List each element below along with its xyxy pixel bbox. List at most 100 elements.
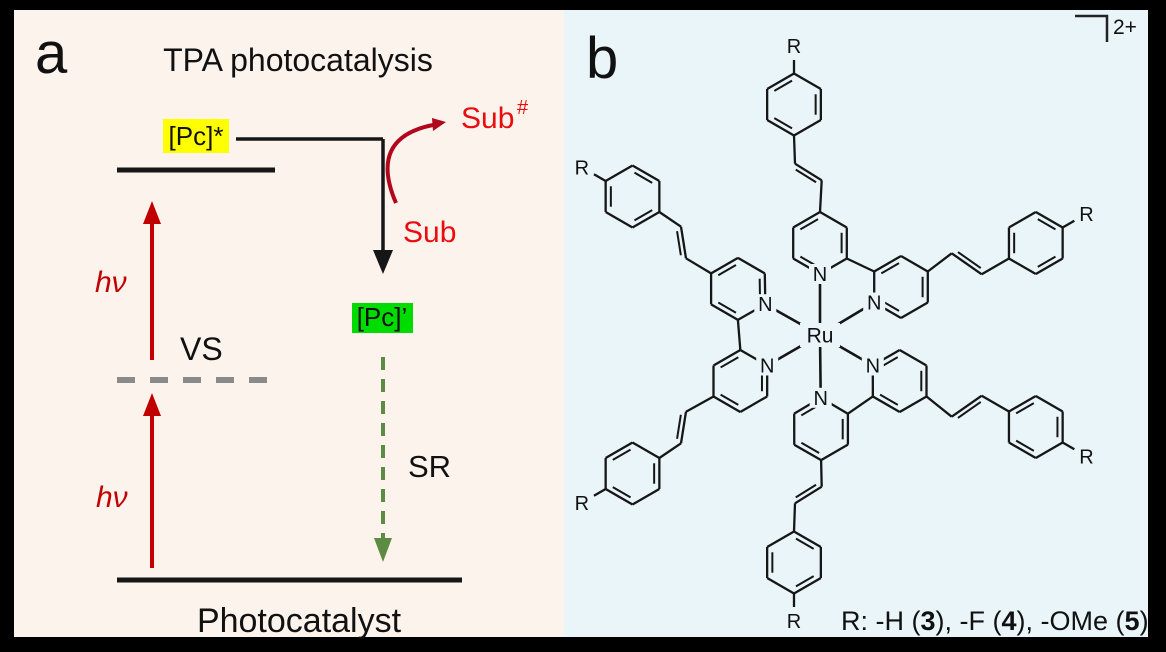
label-mask	[754, 294, 777, 315]
bond	[981, 394, 1010, 413]
bond	[880, 262, 900, 275]
bond	[1008, 395, 1037, 413]
bond	[676, 231, 682, 256]
bond	[739, 395, 768, 413]
bond	[793, 443, 822, 462]
label-mask	[861, 355, 884, 376]
label-mask	[800, 323, 840, 347]
substrate-label: Sub	[403, 216, 456, 249]
bond	[631, 164, 660, 182]
bond	[717, 301, 737, 314]
bond	[847, 395, 874, 415]
substituent-r-label: R	[1079, 446, 1093, 468]
bond	[792, 211, 821, 229]
legend-text: R: -H (	[841, 606, 920, 636]
bond	[685, 395, 715, 413]
label-mask	[809, 264, 831, 284]
bond	[685, 257, 712, 275]
panel-b-background	[564, 10, 1148, 637]
nitrogen-label: N	[758, 294, 772, 316]
legend-text: ), -F (	[936, 606, 1002, 636]
bond	[819, 460, 823, 487]
bond	[799, 218, 819, 231]
bond	[1008, 211, 1037, 229]
excited-species-highlight	[163, 119, 229, 153]
self-recovery-arrowhead-icon	[374, 538, 392, 562]
bond	[981, 257, 1010, 276]
charge-bracket-icon	[1075, 14, 1109, 42]
substituent-r-label: R	[575, 157, 589, 179]
bond	[676, 414, 682, 439]
nitrogen-label: N	[866, 356, 880, 378]
substituent-r-label: R	[787, 36, 801, 58]
substrate-activated-superscript: #	[517, 97, 529, 119]
bond	[794, 485, 823, 505]
bond	[795, 575, 815, 588]
label-mask	[863, 292, 886, 313]
photon-arrowhead-upper-icon	[143, 201, 161, 224]
bond	[900, 255, 929, 273]
bond	[795, 168, 817, 184]
bond	[1062, 441, 1075, 451]
intermediate-species-highlight	[352, 303, 413, 333]
bond	[1035, 257, 1064, 275]
intermediate-species-label: [Pc]’	[357, 302, 408, 332]
nitrogen-label: N	[813, 388, 827, 410]
bond	[800, 441, 820, 454]
nitrogen-label: N	[760, 356, 774, 378]
label-mask	[756, 355, 779, 376]
bond	[712, 349, 741, 367]
bond	[795, 483, 817, 499]
bond	[925, 395, 953, 418]
bond	[957, 251, 982, 269]
bond	[658, 211, 682, 228]
panel-a-label: a	[35, 21, 68, 86]
bond	[679, 411, 688, 444]
label-mask	[809, 387, 832, 408]
legend-compound-number: 3	[920, 606, 935, 636]
bond	[872, 395, 901, 413]
bond	[605, 488, 634, 506]
bond	[737, 256, 766, 275]
bond	[720, 393, 739, 406]
excited-species-label: [Pc]*	[169, 121, 224, 151]
nitrogen-label: N	[867, 293, 881, 315]
bond	[1008, 441, 1037, 459]
bond	[793, 119, 822, 137]
self-recovery-label: SR	[408, 449, 451, 484]
panel-b-label: b	[586, 26, 618, 91]
legend-text: )	[1140, 606, 1149, 636]
bond	[1035, 441, 1064, 459]
substituent-r-label: R	[1079, 204, 1093, 226]
bond	[631, 488, 660, 506]
bond	[773, 117, 793, 130]
substituent-legend: R: -H (3), -F (4), -OMe (5)	[841, 606, 1149, 636]
bond	[612, 448, 632, 461]
bond	[819, 211, 848, 229]
bond	[631, 441, 660, 459]
legend-compound-number: 5	[1125, 606, 1140, 636]
panel-a-background	[14, 10, 564, 637]
substituent-r-label: R	[575, 493, 589, 515]
bond	[658, 442, 682, 459]
photon-arrowhead-lower-icon	[143, 393, 161, 416]
bond	[766, 119, 795, 137]
bond	[766, 72, 795, 90]
bond	[951, 394, 983, 418]
bond	[899, 395, 928, 413]
substrate-activated-label: Sub	[461, 102, 514, 135]
bond	[593, 173, 607, 182]
bond	[710, 303, 739, 321]
bond	[612, 486, 632, 499]
bond	[900, 301, 929, 319]
photon-label-upper: hν	[95, 266, 127, 299]
charge-label: 2+	[1113, 16, 1137, 39]
legend-text: ), -OMe (	[1017, 606, 1125, 636]
bond	[879, 393, 899, 406]
nitrogen-label: N	[813, 264, 827, 286]
virtual-state-label: VS	[180, 331, 223, 367]
bond	[633, 209, 653, 222]
